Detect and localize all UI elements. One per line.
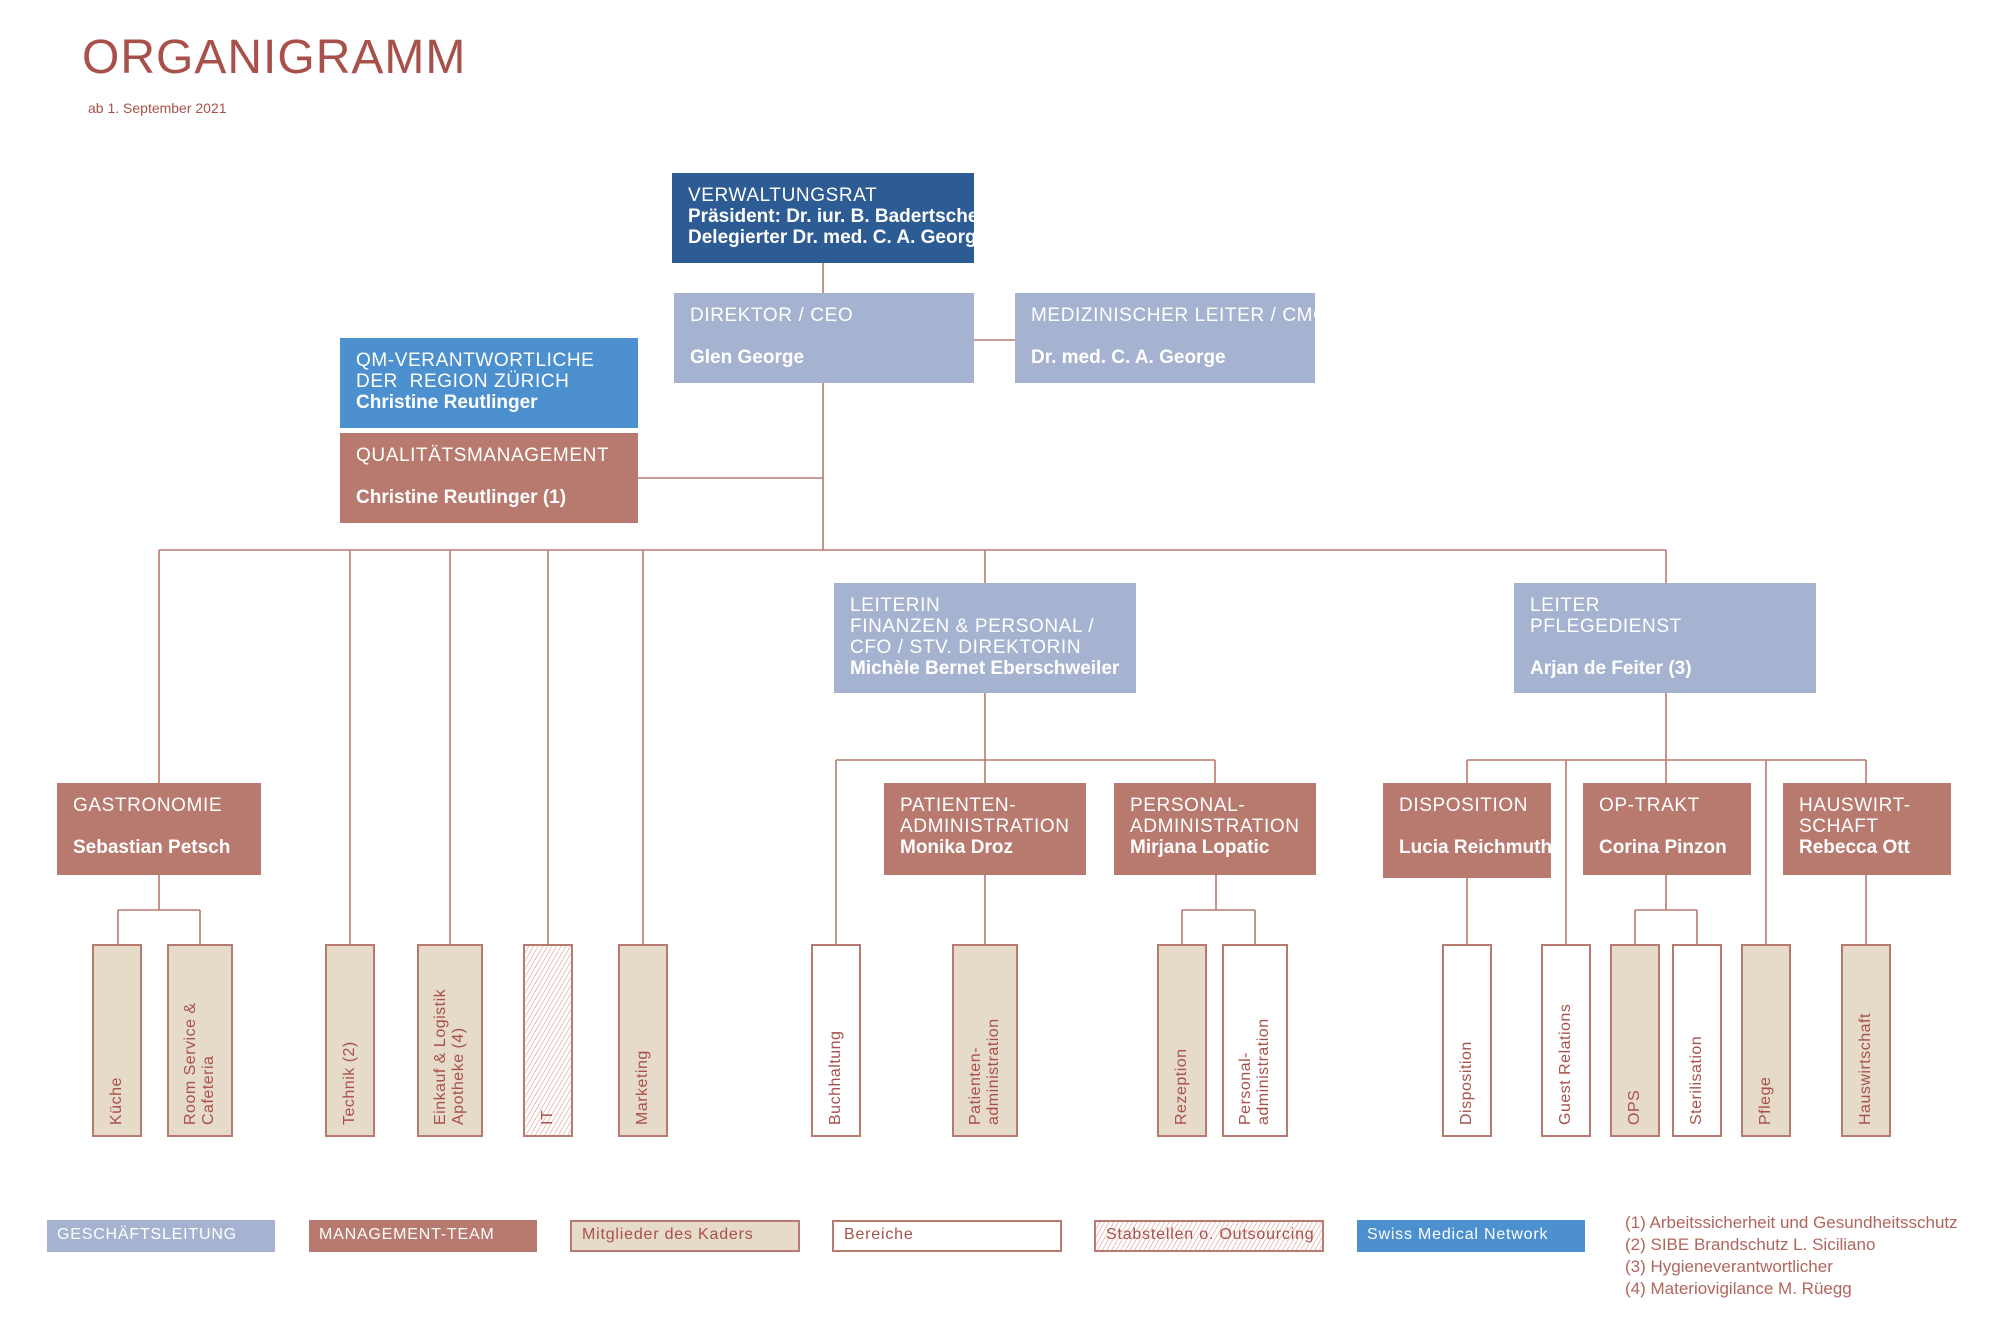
board-box: VERWALTUNGSRAT Präsident: Dr. iur. B. Ba… bbox=[672, 173, 988, 263]
persadmin-name: Mirjana Lopatic bbox=[1130, 837, 1270, 858]
cfo-box: LEITERIN FINANZEN & PERSONAL / CFO / STV… bbox=[834, 583, 1136, 693]
unit-marketing: Marketing bbox=[618, 944, 668, 1137]
unit-it: IT bbox=[523, 944, 573, 1137]
optrakt-heading: OP-TRAKT bbox=[1599, 795, 1700, 816]
nursing-box: LEITER PFLEGEDIENST Arjan de Feiter (3) bbox=[1514, 583, 1816, 693]
unit-ops: OPS bbox=[1610, 944, 1660, 1137]
dispo-name: Lucia Reichmuth bbox=[1399, 837, 1553, 858]
optrakt-box: OP-TRAKT Corina Pinzon bbox=[1583, 783, 1751, 875]
qm-box: QUALITÄTSMANAGEMENT Christine Reutlinger… bbox=[340, 433, 638, 523]
ceo-name: Glen George bbox=[690, 347, 805, 368]
gastro-heading: GASTRONOMIE bbox=[73, 795, 223, 816]
nursing-line1: LEITER bbox=[1530, 595, 1601, 616]
cfo-line1: LEITERIN bbox=[850, 595, 941, 616]
dispo-box: DISPOSITION Lucia Reichmuth bbox=[1383, 783, 1553, 878]
patadmin-name: Monika Droz bbox=[900, 837, 1013, 858]
hauswirt-line2: SCHAFT bbox=[1799, 816, 1879, 837]
unit-patadmin-label-2: administration bbox=[985, 1018, 1002, 1125]
unit-roomservice-label-1: Room Service & bbox=[182, 1002, 199, 1125]
hauswirt-line1: HAUSWIRT- bbox=[1799, 795, 1911, 816]
unit-sterilisation: Sterilisation bbox=[1672, 944, 1722, 1137]
patadmin-line2: ADMINISTRATION bbox=[900, 816, 1070, 837]
unit-persadmin-label-1: Personal- bbox=[1237, 1052, 1254, 1125]
unit-roomservice: Room Service &Cafeteria bbox=[167, 944, 233, 1137]
footnote-2: (2) SIBE Brandschutz L. Siciliano bbox=[1625, 1235, 1876, 1254]
qm-region-box: QM-VERANTWORTLICHE DER REGION ZÜRICH Chr… bbox=[340, 338, 638, 428]
qm-heading: QUALITÄTSMANAGEMENT bbox=[356, 445, 610, 466]
dispo-heading: DISPOSITION bbox=[1399, 795, 1529, 816]
unit-pflege-label: Pflege bbox=[1757, 1076, 1774, 1125]
unit-buchhaltung: Buchhaltung bbox=[811, 944, 861, 1137]
optrakt-name: Corina Pinzon bbox=[1599, 837, 1727, 858]
footnote-3: (3) Hygieneverantwortlicher bbox=[1625, 1257, 1833, 1276]
unit-kueche-label: Küche bbox=[108, 1077, 125, 1125]
gastro-box: GASTRONOMIE Sebastian Petsch bbox=[57, 783, 261, 875]
ceo-heading: DIREKTOR / CEO bbox=[690, 305, 854, 326]
legend-geschaeftsleitung: GESCHÄFTSLEITUNG bbox=[47, 1220, 275, 1252]
unit-patadmin: Patienten-administration bbox=[952, 944, 1018, 1137]
unit-patadmin-label-1: Patienten- bbox=[967, 1047, 984, 1125]
ceo-box: DIREKTOR / CEO Glen George bbox=[674, 293, 974, 383]
unit-hauswirtschaft: Hauswirtschaft bbox=[1841, 944, 1891, 1137]
patadmin-box: PATIENTEN- ADMINISTRATION Monika Droz bbox=[884, 783, 1086, 875]
page-subtitle: ab 1. September 2021 bbox=[88, 100, 227, 116]
cfo-name: Michèle Bernet Eberschweiler bbox=[850, 658, 1120, 679]
persadmin-line2: ADMINISTRATION bbox=[1130, 816, 1300, 837]
unit-marketing-label: Marketing bbox=[634, 1050, 651, 1125]
unit-einkauf-label-1: Einkauf & Logistik bbox=[432, 988, 449, 1125]
unit-buchhaltung-label: Buchhaltung bbox=[827, 1030, 844, 1125]
unit-guest-relations-label: Guest Relations bbox=[1557, 1003, 1574, 1125]
unit-rezeption-label: Rezeption bbox=[1173, 1048, 1190, 1125]
footnote-4: (4) Materiovigilance M. Rüegg bbox=[1625, 1279, 1852, 1298]
page-title: ORGANIGRAMM bbox=[82, 31, 467, 84]
unit-disposition-label: Disposition bbox=[1458, 1041, 1475, 1125]
legend-kader: Mitglieder des Kaders bbox=[570, 1220, 800, 1252]
persadmin-line1: PERSONAL- bbox=[1130, 795, 1246, 816]
board-delegate: Delegierter Dr. med. C. A. George bbox=[688, 227, 988, 248]
legend-swiss-medical-network: Swiss Medical Network bbox=[1357, 1220, 1585, 1252]
nursing-line2: PFLEGEDIENST bbox=[1530, 616, 1682, 637]
unit-pflege: Pflege bbox=[1741, 944, 1791, 1137]
persadmin-box: PERSONAL- ADMINISTRATION Mirjana Lopatic bbox=[1114, 783, 1316, 875]
unit-guest-relations: Guest Relations bbox=[1541, 944, 1591, 1137]
unit-disposition: Disposition bbox=[1442, 944, 1492, 1137]
cfo-line3: CFO / STV. DIREKTORIN bbox=[850, 637, 1082, 658]
legend-stabstellen: Stabstellen o. Outsourcing bbox=[1094, 1220, 1324, 1252]
unit-hauswirtschaft-label: Hauswirtschaft bbox=[1857, 1013, 1874, 1125]
footnote-1: (1) Arbeitssicherheit und Gesundheitssch… bbox=[1625, 1213, 1958, 1232]
unit-persadmin: Personal-administration bbox=[1222, 944, 1288, 1137]
unit-sterilisation-label: Sterilisation bbox=[1688, 1035, 1705, 1125]
gastro-name: Sebastian Petsch bbox=[73, 837, 231, 858]
unit-persadmin-label-2: administration bbox=[1255, 1018, 1272, 1125]
legend-management-team: MANAGEMENT-TEAM bbox=[309, 1220, 537, 1252]
cmo-heading: MEDIZINISCHER LEITER / CMO bbox=[1031, 305, 1329, 326]
unit-technik: Technik (2) bbox=[325, 944, 375, 1137]
cfo-line2: FINANZEN & PERSONAL / bbox=[850, 616, 1095, 637]
qm-region-name: Christine Reutlinger bbox=[356, 392, 538, 413]
board-heading: VERWALTUNGSRAT bbox=[688, 185, 878, 206]
nursing-name: Arjan de Feiter (3) bbox=[1530, 658, 1692, 679]
footnotes: (1) Arbeitssicherheit und Gesundheitssch… bbox=[1625, 1212, 1958, 1300]
hauswirt-name: Rebecca Ott bbox=[1799, 837, 1910, 858]
board-president: Präsident: Dr. iur. B. Badertscher bbox=[688, 206, 986, 227]
unit-einkauf-label-2: Apotheke (4) bbox=[450, 1027, 467, 1125]
qm-region-line1: QM-VERANTWORTLICHE bbox=[356, 350, 595, 371]
cmo-name: Dr. med. C. A. George bbox=[1031, 347, 1226, 368]
qm-name: Christine Reutlinger (1) bbox=[356, 487, 567, 508]
unit-ops-label: OPS bbox=[1626, 1089, 1643, 1125]
legend-bereiche: Bereiche bbox=[832, 1220, 1062, 1252]
unit-roomservice-label-2: Cafeteria bbox=[200, 1055, 217, 1125]
patadmin-line1: PATIENTEN- bbox=[900, 795, 1017, 816]
unit-rezeption: Rezeption bbox=[1157, 944, 1207, 1137]
hauswirt-box: HAUSWIRT- SCHAFT Rebecca Ott bbox=[1783, 783, 1951, 875]
qm-region-line2: DER REGION ZÜRICH bbox=[356, 371, 570, 392]
unit-kueche: Küche bbox=[92, 944, 142, 1137]
unit-technik-label: Technik (2) bbox=[341, 1041, 358, 1125]
cmo-box: MEDIZINISCHER LEITER / CMO Dr. med. C. A… bbox=[1015, 293, 1329, 383]
unit-it-label: IT bbox=[539, 1109, 556, 1125]
